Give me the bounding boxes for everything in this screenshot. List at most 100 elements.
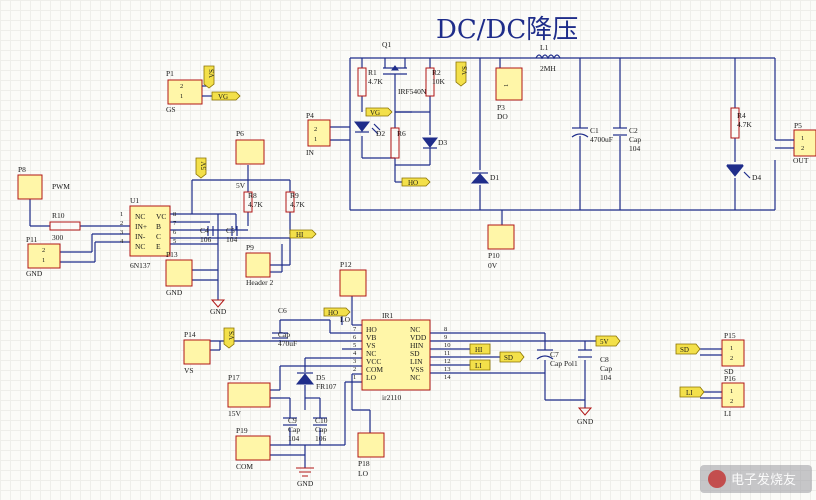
p16-name: LI	[724, 409, 732, 418]
resistor-r2: R2 10K	[425, 67, 446, 97]
capacitor-c2: C2 Cap 104	[613, 126, 641, 153]
connector-p12: P12 LO	[339, 260, 367, 324]
svg-text:5: 5	[173, 238, 176, 245]
c5-ref: C5	[226, 226, 235, 235]
svg-text:2: 2	[353, 366, 356, 373]
svg-text:6: 6	[353, 334, 357, 341]
svg-text:HO: HO	[328, 309, 338, 317]
net-label-sd-p15: SD	[675, 343, 701, 355]
c8-ref: C8	[600, 355, 609, 364]
net-label-hi-opto: HI	[289, 229, 317, 239]
svg-text:HIN: HIN	[410, 341, 424, 350]
svg-text:11: 11	[444, 350, 450, 357]
r8-ref: R8	[248, 191, 257, 200]
capacitor-c5: C5 104	[226, 226, 238, 244]
p16-ref: P16	[724, 374, 736, 383]
svg-text:VB: VB	[366, 333, 376, 342]
svg-text:8: 8	[173, 211, 176, 218]
r4-value: 4.7K	[737, 120, 752, 129]
svg-text:IN-: IN-	[135, 232, 146, 241]
svg-text:2: 2	[730, 355, 733, 362]
led-d2: D2	[353, 121, 385, 138]
svg-text:NC: NC	[135, 242, 145, 251]
connector-p10: P10 0V	[487, 224, 515, 270]
c6-type: Cap	[278, 330, 290, 339]
p13-ref: P13	[166, 250, 178, 259]
l1-value: 2MH	[540, 64, 556, 73]
r2-value: 10K	[432, 77, 446, 86]
p4-name: IN	[306, 148, 314, 157]
watermark-text: 电子发烧友	[731, 472, 796, 488]
connector-p16: 1 2 P16 LI	[721, 374, 745, 418]
svg-text:1: 1	[353, 374, 356, 381]
net-label-sd-driver: SD	[499, 351, 525, 363]
svg-text:NC: NC	[410, 373, 420, 382]
net-label-li-driver: LI	[469, 359, 491, 371]
net-label-ho-power: HO	[401, 177, 431, 187]
svg-text:VSS: VSS	[410, 365, 424, 374]
net-label-5v-driver: 5V	[595, 335, 621, 347]
svg-text:VG: VG	[218, 93, 228, 101]
svg-text:1: 1	[180, 93, 183, 100]
q1-ref: Q1	[382, 40, 391, 49]
svg-text:LI: LI	[475, 362, 482, 370]
r6-ref: R6	[397, 129, 406, 138]
resistor-r9: R9 4.7K	[285, 191, 305, 213]
ground-symbol-driver: GND	[296, 467, 314, 488]
c10-type: Cap	[315, 425, 327, 434]
c2-type: Cap	[629, 135, 641, 144]
p3-ref: P3	[497, 103, 505, 112]
c8-value: 104	[600, 373, 612, 382]
connector-p1: 2 1 P1 GS	[166, 69, 212, 114]
c2-ref: C2	[629, 126, 638, 135]
p12-name: LO	[340, 315, 351, 324]
net-label-vg-power: VG	[365, 107, 393, 117]
svg-text:7: 7	[173, 220, 177, 227]
svg-text:C: C	[156, 232, 161, 241]
u1-ref: U1	[130, 196, 139, 205]
c1-ref: C1	[590, 126, 599, 135]
resistor-r6: R6	[390, 127, 406, 159]
r10-ref: R10	[52, 211, 65, 220]
net-label-vg-p1: VG	[211, 91, 241, 101]
c2-value: 104	[629, 144, 641, 153]
svg-text:4: 4	[353, 350, 357, 357]
driver-ic-ir1: IR1 ir2110 HO VB VS NC VCC COM LO NC VDD…	[353, 311, 451, 402]
d5-value: FR107	[316, 382, 337, 391]
p15-name: SD	[724, 367, 734, 376]
connector-p5: 1 2 P5 OUT	[775, 121, 816, 165]
svg-text:5V: 5V	[200, 161, 208, 170]
ir1-ref: IR1	[382, 311, 394, 320]
resistor-r1: R1 4.7K	[357, 67, 383, 97]
diode-d3: D3	[421, 137, 447, 149]
diode-d5: D5 FR107	[295, 372, 337, 391]
svg-text:HI: HI	[296, 231, 304, 239]
c6-value: 470uF	[278, 339, 297, 348]
svg-text:SD: SD	[504, 354, 513, 362]
connector-p4: 2 1 P4 IN	[306, 111, 331, 157]
capacitor-c6: C6 Cap 470uF	[272, 306, 297, 348]
gnd-label-driver: GND	[297, 479, 314, 488]
svg-text:9: 9	[444, 334, 447, 341]
power-stage-wires	[330, 57, 776, 225]
p8-name: PWM	[52, 182, 70, 191]
capacitor-c9: C9 Cap 104	[283, 416, 300, 443]
c5-value: 104	[226, 235, 238, 244]
p1-name: GS	[166, 105, 176, 114]
d1-ref: D1	[490, 173, 499, 182]
svg-text:LIN: LIN	[410, 357, 423, 366]
ground-symbol-opto: GND	[210, 299, 227, 316]
svg-text:HO: HO	[366, 325, 377, 334]
svg-text:3: 3	[353, 358, 356, 365]
p13-name: GND	[166, 288, 183, 297]
svg-text:2: 2	[314, 126, 317, 133]
svg-text:SD: SD	[680, 346, 689, 354]
connector-p6: P6	[235, 129, 265, 165]
gnd-label-driver-right: GND	[577, 417, 594, 426]
p17-name: 15V	[228, 409, 242, 418]
c4-value: 106	[200, 235, 212, 244]
connector-p8: P8 PWM	[17, 165, 70, 200]
p10-name: 0V	[488, 261, 498, 270]
p9-ref: P9	[246, 243, 254, 252]
c9-ref: C9	[288, 416, 297, 425]
